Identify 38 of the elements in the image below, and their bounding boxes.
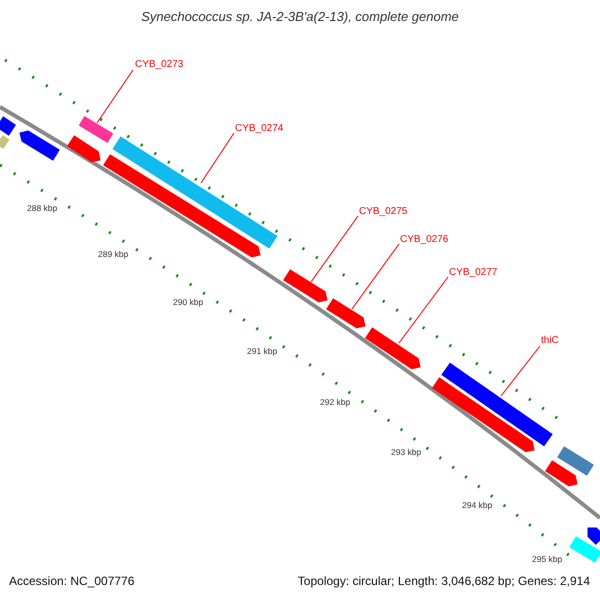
gene-feature <box>557 446 594 476</box>
gene-feature <box>569 536 600 563</box>
leader-line <box>398 276 448 344</box>
gene-feature <box>112 136 278 249</box>
gene-label: CYB_0275 <box>359 206 408 217</box>
scale-label: 293 kbp <box>391 447 422 457</box>
gene-feature <box>283 269 328 302</box>
scale-label: 291 kbp <box>247 346 278 356</box>
gene-feature <box>545 460 578 486</box>
scale-label: 290 kbp <box>173 297 204 307</box>
gene-feature <box>326 298 366 328</box>
gene-feature <box>19 130 60 161</box>
gene-feature <box>0 135 10 149</box>
leader-line <box>500 346 540 396</box>
gene-feature <box>365 327 421 370</box>
gene-label: CYB_0277 <box>449 267 498 278</box>
leader-line <box>352 244 400 310</box>
footer-text: Topology: circular; Length: 3,046,682 bp; Genes: 2,914 <box>298 574 590 588</box>
scale-label: 295 kbp <box>532 554 562 564</box>
leader-line <box>310 216 358 282</box>
leader-line <box>200 132 234 184</box>
leader-line <box>96 70 134 124</box>
gene-feature <box>588 528 600 545</box>
footer-text: Accession: NC_007776 <box>9 574 134 588</box>
gene-feature <box>0 116 16 136</box>
gene-label: CYB_0276 <box>400 234 448 245</box>
scale-label: 292 kbp <box>320 397 350 407</box>
gene-feature <box>78 116 114 143</box>
title: Synechococcus sp. JA-2-3B'a(2-13), complete genome <box>140 9 460 24</box>
gene-label: CYB_0274 <box>235 123 284 134</box>
gene-feature <box>67 135 101 162</box>
gene-label: thiC <box>541 335 559 346</box>
gene-feature <box>441 362 553 446</box>
scale-label: 289 kbp <box>98 249 128 259</box>
gene-feature <box>432 377 535 452</box>
scale-label: 294 kbp <box>462 500 492 510</box>
scale-label: 288 kbp <box>27 203 58 213</box>
gene-label: CYB_0273 <box>135 59 184 70</box>
